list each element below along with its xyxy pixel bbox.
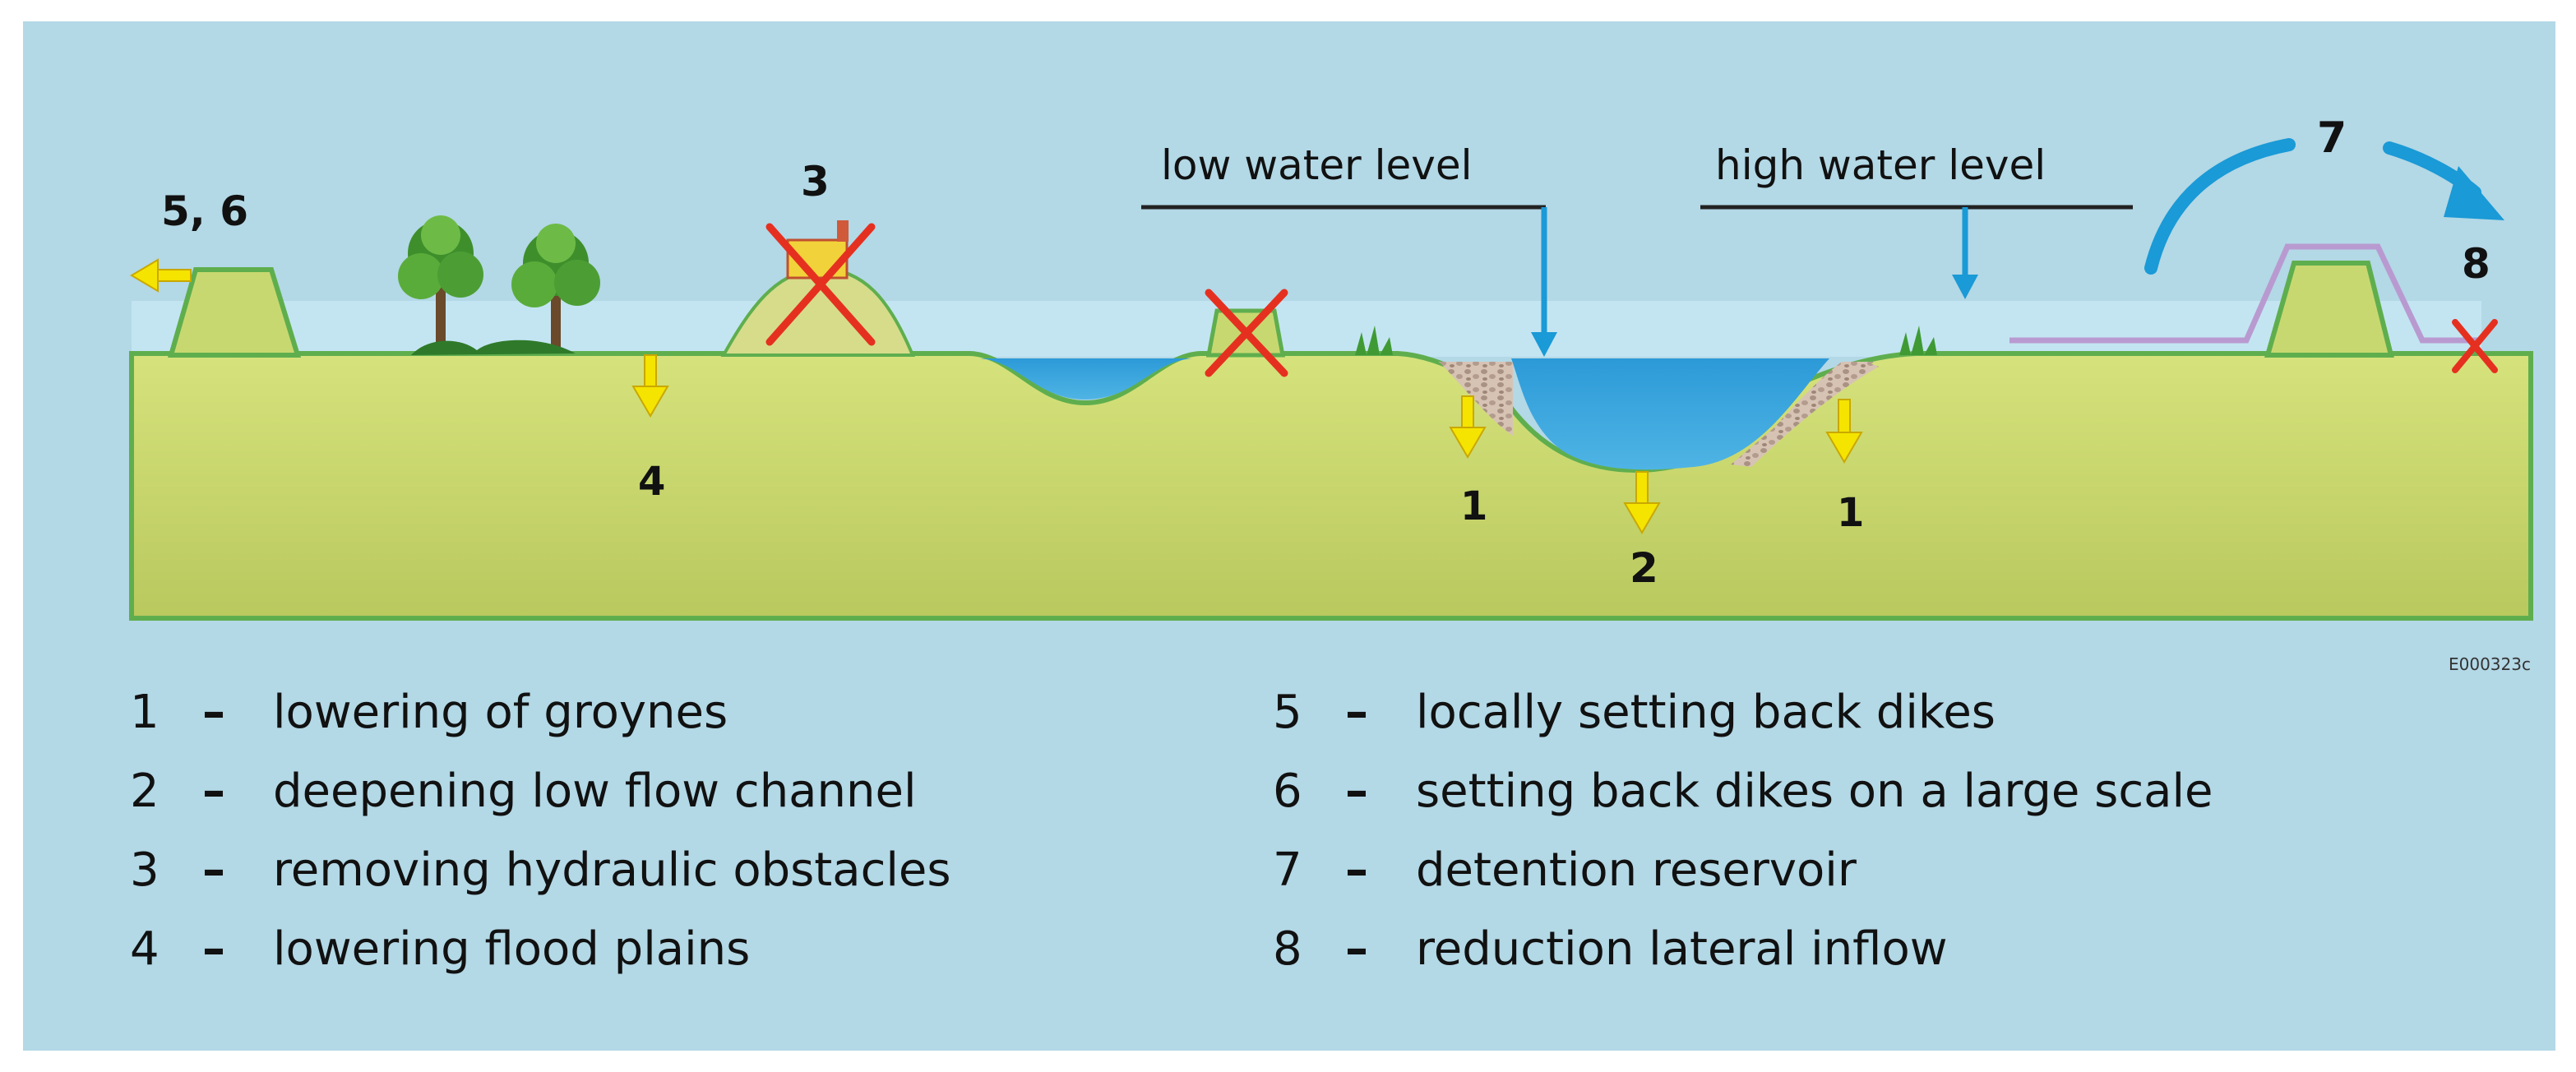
red-cross-icon <box>1205 289 1288 377</box>
red-cross-icon <box>765 223 876 346</box>
high-water-arrow-icon <box>1952 207 1978 299</box>
red-cross-icon <box>2452 319 2498 373</box>
low-water-level-label: low water level <box>1161 141 1473 189</box>
main-channel-water <box>1511 358 1829 470</box>
setback-dike-line <box>2009 243 2481 344</box>
yellow-down-arrow-icon <box>1623 471 1661 534</box>
grass-icon <box>1355 326 1393 355</box>
marker-4: 4 <box>638 459 666 505</box>
marker-2: 2 <box>1630 544 1658 592</box>
low-water-arrow-icon <box>1531 207 1557 357</box>
groyne-left <box>1439 362 1513 436</box>
detention-arrow-icon <box>2144 138 2296 275</box>
yellow-down-arrow-icon <box>1825 399 1863 464</box>
marker-1-left: 1 <box>1460 483 1488 529</box>
marker-5-6: 5, 6 <box>161 187 248 235</box>
tree-icon <box>511 224 600 347</box>
secondary-channel-water <box>980 358 1192 400</box>
yellow-down-arrow-icon <box>631 354 669 418</box>
left-dike <box>168 267 302 358</box>
tree-icon <box>398 215 483 347</box>
right-dike <box>2264 261 2394 358</box>
yellow-left-arrow-icon <box>130 258 192 293</box>
marker-1-right: 1 <box>1837 490 1865 536</box>
figure-code: E000323c <box>2449 654 2531 674</box>
grass-icon <box>1899 326 1937 355</box>
high-water-level-label: high water level <box>1715 141 2046 189</box>
bushes <box>411 340 576 355</box>
marker-3: 3 <box>801 158 830 206</box>
ground <box>129 351 2533 621</box>
marker-7: 7 <box>2317 113 2347 163</box>
yellow-down-arrow-icon <box>1449 395 1487 459</box>
marker-8: 8 <box>2462 240 2490 288</box>
